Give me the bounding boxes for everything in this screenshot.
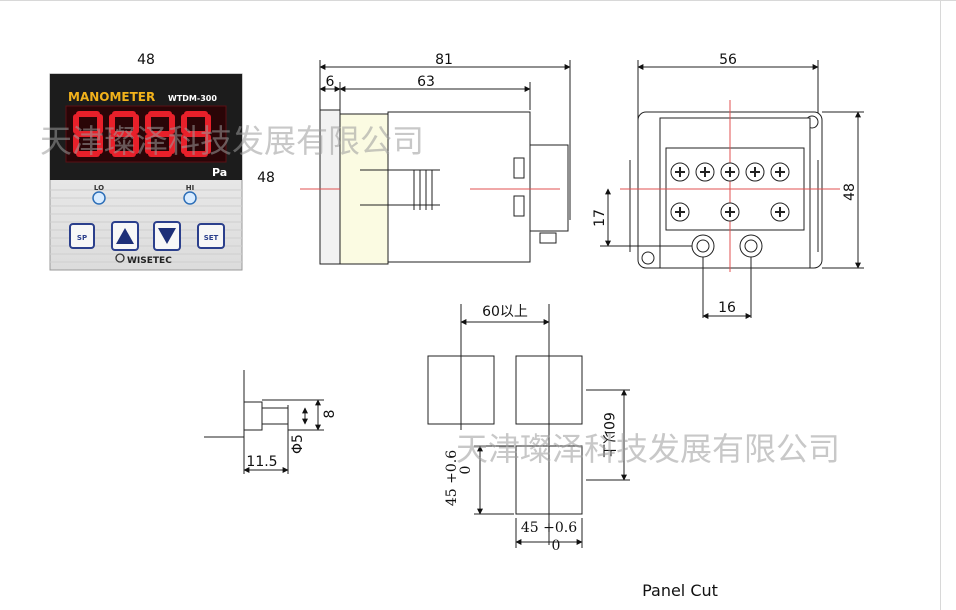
terminal-tab (513, 195, 525, 217)
lo-led-icon (92, 191, 106, 205)
side-view (300, 60, 571, 265)
dim-6-label: 6 (326, 74, 335, 90)
front-view: 48 48 MANOMETER WTDM-300 Pa LO HI SP (49, 52, 275, 271)
screw-slot (675, 167, 685, 177)
port-left-inner (696, 239, 710, 253)
fitting-nozzle (261, 407, 289, 425)
panel-cut-view (427, 304, 630, 548)
dim-56-label: 56 (719, 52, 737, 68)
terminal-block-profile (529, 144, 569, 232)
mounting-bracket (339, 113, 389, 265)
panel-cut-caption: Panel Cut (642, 581, 718, 600)
mount-hole-icon (641, 251, 655, 265)
dim-48-rear-label: 48 (842, 183, 858, 201)
dim-45-h-tol: 0 (552, 538, 561, 554)
down-button[interactable] (153, 221, 181, 251)
fitting-base (243, 401, 263, 431)
dim-17-label: 17 (592, 209, 608, 227)
logo-text: WISETEC (127, 256, 172, 266)
port-right-icon (739, 234, 763, 258)
brand-title: MANOMETER (68, 90, 155, 104)
dim-45-v-tol: 0 (458, 466, 474, 475)
sp-button[interactable]: SP (69, 223, 95, 249)
terminal-screws (670, 162, 790, 222)
set-button[interactable]: SET (197, 223, 225, 249)
dim-phi5-label: Φ5 (290, 434, 306, 454)
model-label: WTDM-300 (168, 94, 217, 103)
dim-81-label: 81 (435, 52, 453, 68)
screw-slot (775, 167, 785, 177)
screw-slot (775, 207, 785, 217)
thread-lines (413, 170, 433, 210)
up-arrow-icon (116, 228, 134, 244)
screw-slot (750, 167, 760, 177)
dim-60-h-label: 60以上 (482, 304, 528, 320)
dim-63-label: 63 (417, 74, 435, 90)
dim-8-label: 8 (322, 410, 338, 419)
screw-slot (700, 167, 710, 177)
set-button-label: SET (204, 234, 219, 242)
dim-45-h-label: 45 +0.6 (521, 520, 577, 536)
frame-right-line (940, 0, 941, 610)
logo-mark-icon (115, 253, 125, 263)
lo-label: LO (94, 184, 104, 192)
watermark-top: 天津璨泽科技发展有限公司 (40, 122, 424, 160)
screw-slot (675, 207, 685, 217)
down-arrow-icon (158, 228, 176, 244)
led-digits (73, 111, 211, 157)
housing-body (387, 111, 531, 263)
screw-slot (725, 167, 735, 177)
dim-11-5-label: 11.5 (246, 454, 277, 470)
hi-label: HI (186, 184, 194, 192)
up-button[interactable] (111, 221, 139, 251)
hi-led-icon (183, 191, 197, 205)
rear-view (600, 60, 864, 319)
pressure-port (539, 232, 557, 244)
frame-top-line (0, 0, 956, 1)
sp-button-label: SP (77, 234, 87, 242)
dim-60-v-label: 60以上 (600, 412, 616, 458)
unit-label: Pa (212, 166, 227, 179)
watermark-bottom: 天津璨泽科技发展有限公司 (456, 430, 840, 468)
dim-16-label: 16 (718, 300, 736, 316)
screw-slot (725, 207, 735, 217)
wisetec-logo: WISETEC (115, 253, 172, 266)
terminal-tab (513, 157, 525, 179)
dim-45-v-label: 45 +0.6 (444, 450, 460, 506)
fitting-view (204, 370, 324, 474)
port-right-inner (744, 239, 758, 253)
port-left-icon (691, 234, 715, 258)
front-height-label: 48 (257, 170, 275, 186)
front-width-label: 48 (137, 52, 155, 68)
